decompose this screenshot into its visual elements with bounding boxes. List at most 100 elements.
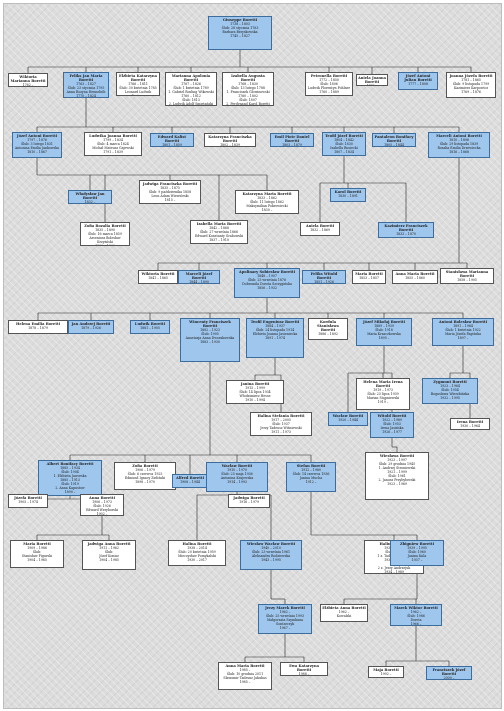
person-detail: 1760 – 1812 [181,94,201,98]
person-name: Józef Mikołaj Boretti [362,320,405,324]
person-name: Elżbieta Anna Boretti [322,606,366,610]
person-name: Katarzyna Maria Boretti [242,192,292,196]
person-detail: 1919 – [377,400,389,404]
person-detail: Ślub: 1904 [61,470,79,474]
person-name: Jadwiga Franciszka Boretti [142,182,198,186]
person-name: Karol Boretti [334,190,362,194]
person-detail: Ślub: 1830 [335,142,353,146]
person-detail: Aleksandra Rodziewska [251,554,291,558]
person-detail: 1802 – 1839 [220,143,240,147]
person-detail: Maria Józefa Fagińska [445,332,481,336]
person-detail: 1. Andrzej Stroniewski [378,466,416,470]
person-detail: Ślub: 3 lutego 1831 [21,142,53,146]
person-name: Pantaleon Bonifacy Boretti [374,135,414,143]
person-detail: 1801 – 1859 [162,143,182,147]
person-detail: Ludwik Florentyn Pohlner [307,86,351,90]
person-detail: 1886 – 1892 [318,332,338,336]
person-detail: Dobromila Dorota Szczygińska [242,282,292,286]
person-detail: 1835 – 1890 [95,228,115,232]
person-detail: 1890 – [64,490,76,494]
person-detail: Ślub: 4 marca 1824 [97,142,129,146]
person-name: Maja Boretti [373,668,399,672]
person-detail: 1881 – 1905 [140,326,160,330]
person-detail: 1962 – [410,610,422,614]
person-name: Jadwiga Anna Boretti [87,542,131,546]
person-detail: 1915 – 1999 [245,386,265,390]
person-detail: 1911 – 1962 [99,546,119,550]
person-detail: Włodzimierz Hesse [239,394,271,398]
person-detail: 1911 – 1973 [271,430,291,434]
person-detail: Stanisław Figurski [21,554,53,558]
